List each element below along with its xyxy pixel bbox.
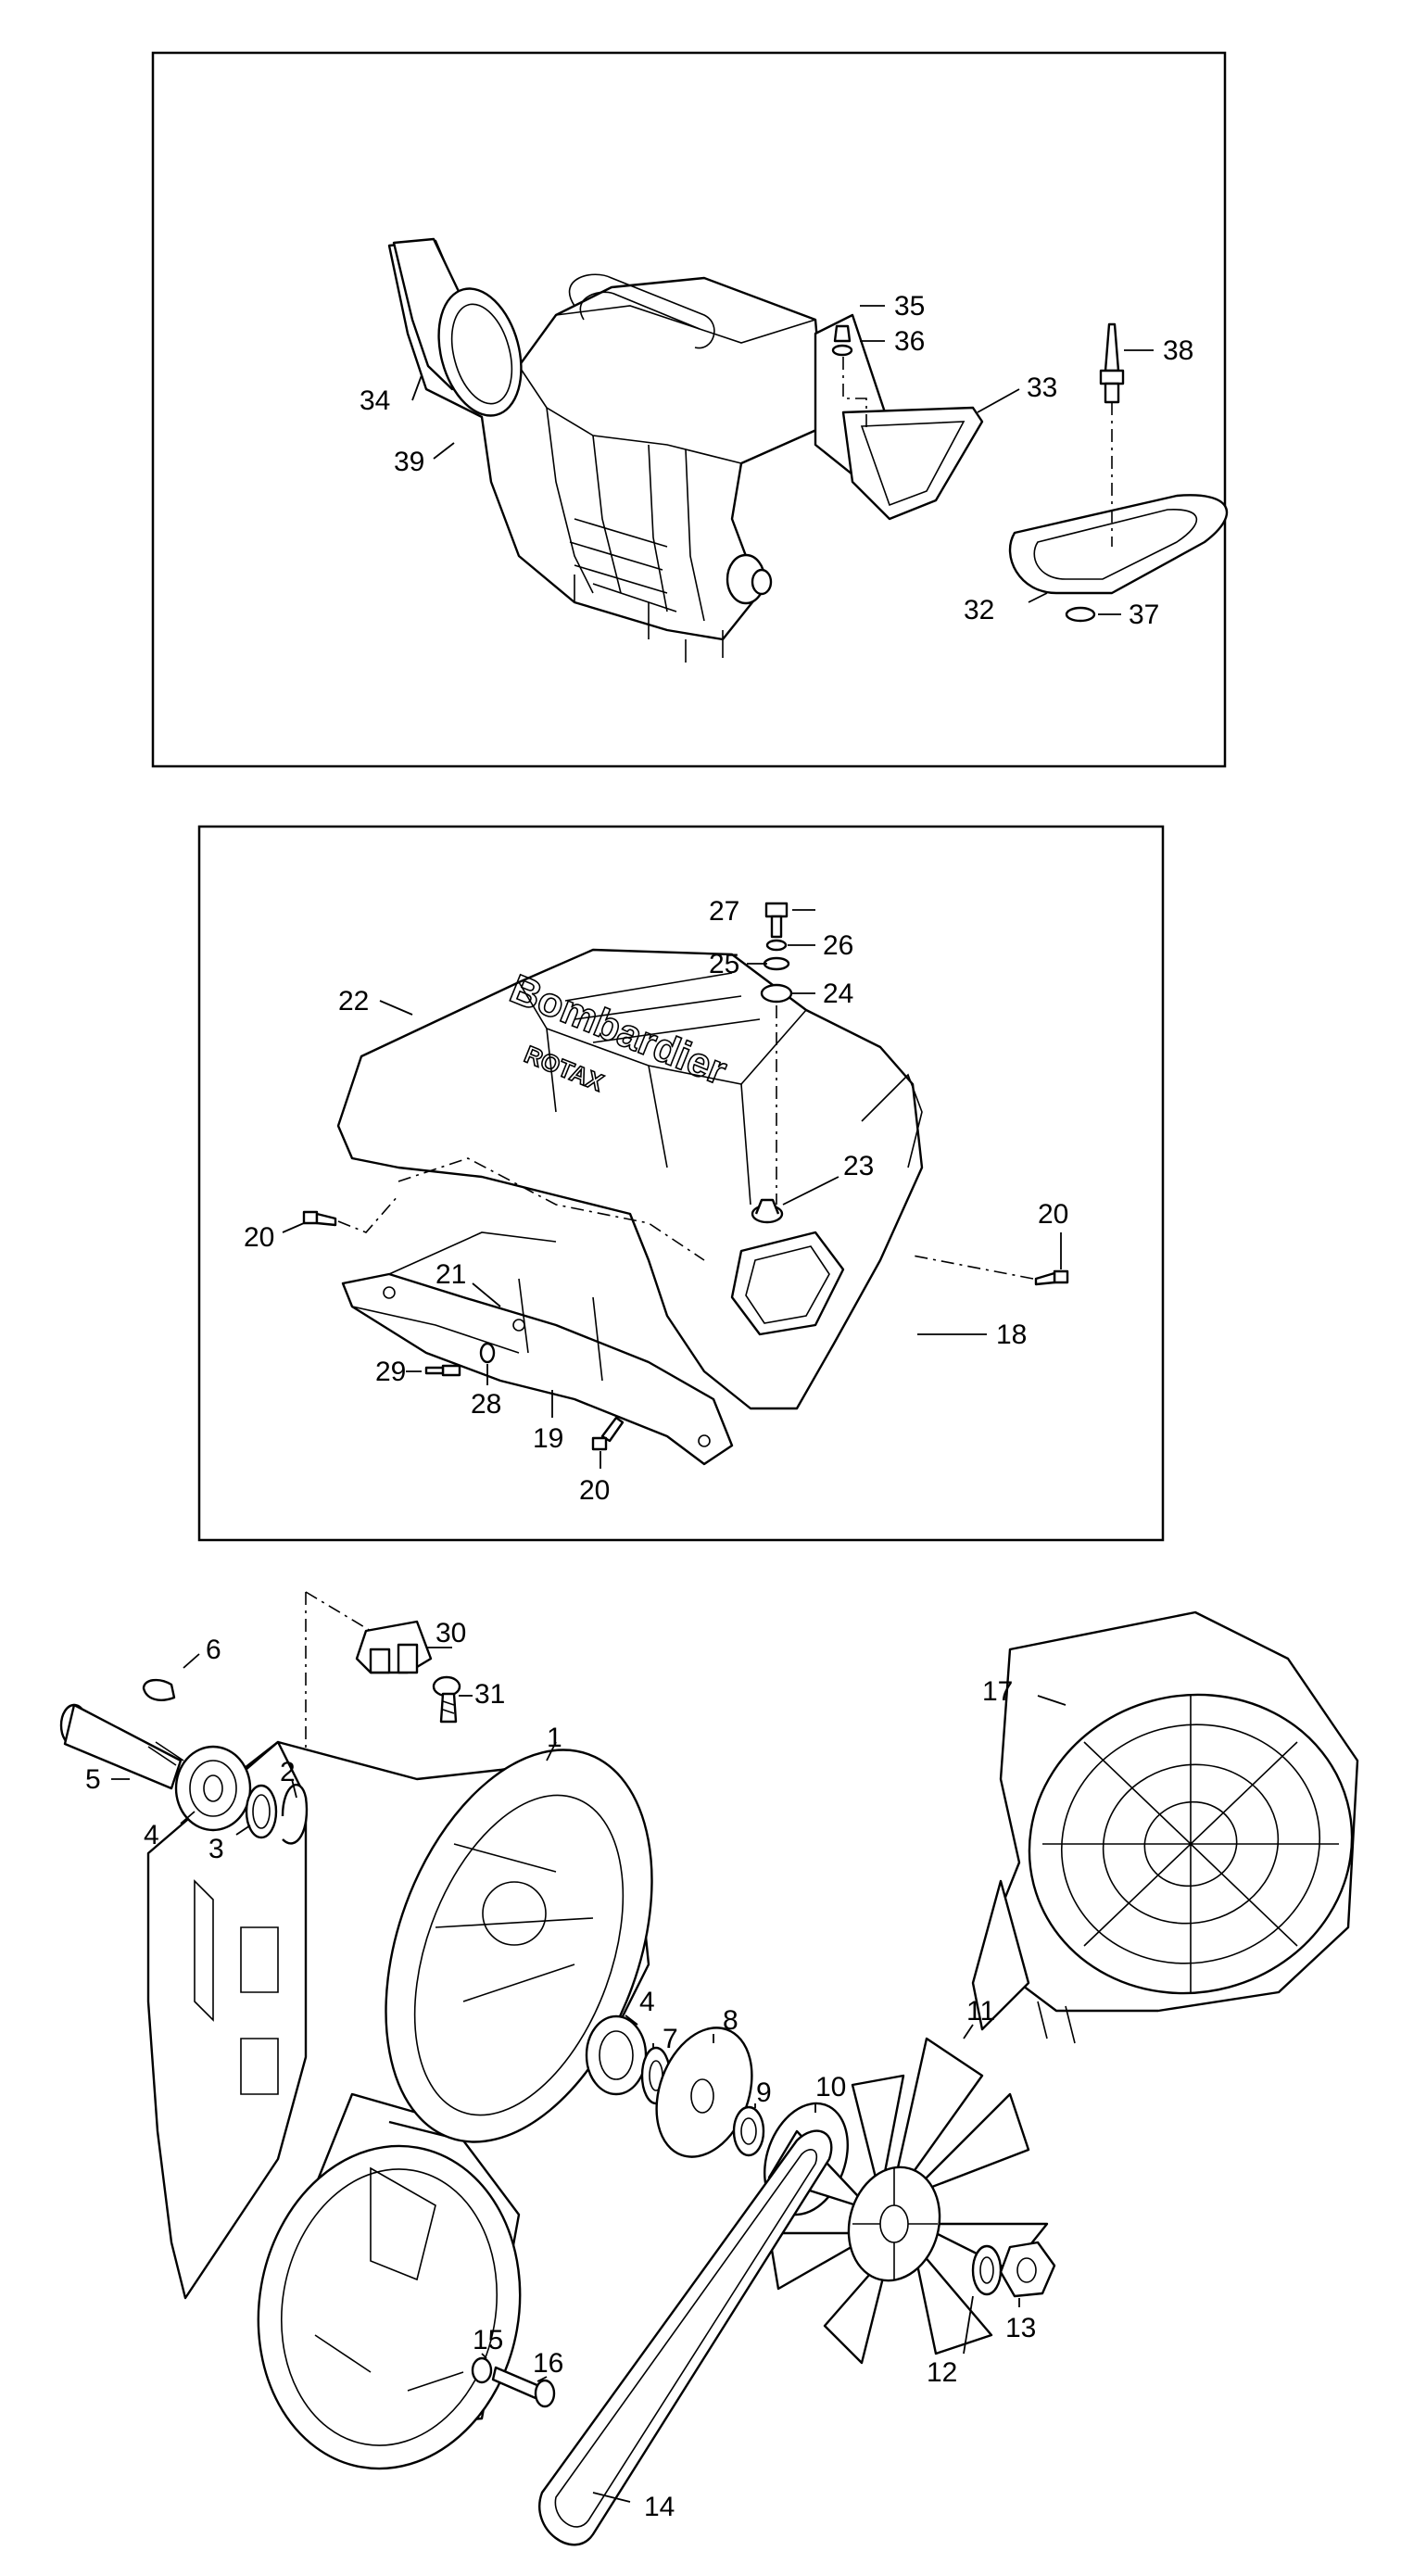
callout-36: 36 xyxy=(894,326,925,357)
callout-25: 25 xyxy=(709,949,739,979)
engine-assembly xyxy=(387,237,827,663)
panel-fan-housing: 30 6 31 17 1 5 2 4 3 4 8 7 11 10 9 13 12… xyxy=(59,1591,1359,2546)
callout-33: 33 xyxy=(1027,373,1057,403)
spacer-9 xyxy=(732,2105,765,2157)
callout-20-right: 20 xyxy=(1038,1199,1068,1230)
callout-8: 8 xyxy=(723,2005,738,2036)
callout-37: 37 xyxy=(1129,600,1159,630)
callout-38: 38 xyxy=(1163,335,1193,366)
nut-13 xyxy=(999,2241,1056,2298)
callout-2: 2 xyxy=(280,1757,296,1787)
belt-14 xyxy=(538,2129,833,2546)
screw-29-washer-28 xyxy=(424,1342,496,1377)
callout-3: 3 xyxy=(208,1834,224,1864)
callouts-middle: 27 26 25 24 22 23 20 20 21 18 29 28 19 2… xyxy=(244,896,1068,1506)
callout-31: 31 xyxy=(474,1679,505,1710)
callouts-top: 35 36 38 33 34 39 32 37 xyxy=(360,291,1193,630)
screw-20-left xyxy=(302,1194,399,1233)
screw-31 xyxy=(432,1675,461,1724)
fastener-38 xyxy=(1099,322,1125,547)
callout-1: 1 xyxy=(547,1723,562,1753)
leader-lines-middle xyxy=(282,909,1062,1469)
callout-20-bottom: 20 xyxy=(579,1475,610,1506)
callout-4-right: 4 xyxy=(639,1987,655,2017)
callout-18: 18 xyxy=(996,1320,1027,1350)
callout-14: 14 xyxy=(644,2492,675,2522)
bearing-4-left xyxy=(174,1745,252,1832)
callout-11: 11 xyxy=(966,1996,995,2027)
callout-6: 6 xyxy=(206,1635,221,1665)
panel-frame-top xyxy=(151,51,1227,768)
callout-16: 16 xyxy=(533,2348,563,2379)
callout-28: 28 xyxy=(471,1389,501,1420)
bolt-16 xyxy=(491,2366,556,2408)
callout-13: 13 xyxy=(1005,2313,1036,2343)
callouts-bottom: 30 6 31 17 1 5 2 4 3 4 8 7 11 10 9 13 12… xyxy=(85,1618,1036,2522)
callout-12: 12 xyxy=(927,2357,957,2388)
callout-22: 22 xyxy=(338,986,369,1017)
screw-20-bottom xyxy=(591,1416,625,1451)
callout-34: 34 xyxy=(360,385,390,416)
callout-39: 39 xyxy=(394,447,424,477)
callout-27: 27 xyxy=(709,896,739,927)
ring-3 xyxy=(245,1784,278,1839)
bearing-4-right xyxy=(585,2014,648,2096)
leader-lines-top xyxy=(411,305,1154,615)
callout-15: 15 xyxy=(473,2325,503,2355)
callout-17: 17 xyxy=(982,1676,1013,1707)
callout-35: 35 xyxy=(894,291,925,322)
callout-9: 9 xyxy=(756,2077,772,2108)
callout-23: 23 xyxy=(843,1151,874,1181)
bracket-30 xyxy=(355,1620,433,1674)
callout-29: 29 xyxy=(375,1357,406,1387)
callout-4-left: 4 xyxy=(144,1820,159,1850)
panel-frame-middle xyxy=(197,825,1165,1542)
leader-lines-bottom xyxy=(111,1647,1067,2503)
grommet-32 xyxy=(1008,494,1229,595)
callout-5: 5 xyxy=(85,1764,101,1795)
circlip-2 xyxy=(281,1783,309,1845)
screw-stack-24-27 xyxy=(760,902,793,1205)
washer-12 xyxy=(971,2244,1003,2296)
callout-24: 24 xyxy=(823,979,853,1009)
key-6 xyxy=(142,1678,176,1701)
screw-20-right xyxy=(912,1255,1069,1286)
bracket-19 xyxy=(341,1231,734,1466)
washer-15 xyxy=(471,2356,493,2384)
screw-35-washer-36 xyxy=(831,324,867,431)
fan-shroud-17 xyxy=(971,1610,1359,2044)
washer-37 xyxy=(1065,606,1096,623)
panel-engine-cover: Bombardier ROTAX xyxy=(197,825,1165,1542)
shaft-5 xyxy=(59,1703,184,1790)
callout-21: 21 xyxy=(435,1259,466,1290)
fan-housing-1 xyxy=(146,1740,653,2470)
callout-20-left: 20 xyxy=(244,1222,274,1253)
intake-silencer-outlet xyxy=(814,313,984,521)
callout-26: 26 xyxy=(823,930,853,961)
callout-10: 10 xyxy=(815,2072,846,2102)
callout-30: 30 xyxy=(435,1618,466,1648)
callout-19: 19 xyxy=(533,1423,563,1454)
callout-7: 7 xyxy=(663,2024,678,2054)
panel-engine-intake: 35 36 38 33 34 39 32 37 xyxy=(151,51,1229,768)
callout-32: 32 xyxy=(964,595,994,625)
